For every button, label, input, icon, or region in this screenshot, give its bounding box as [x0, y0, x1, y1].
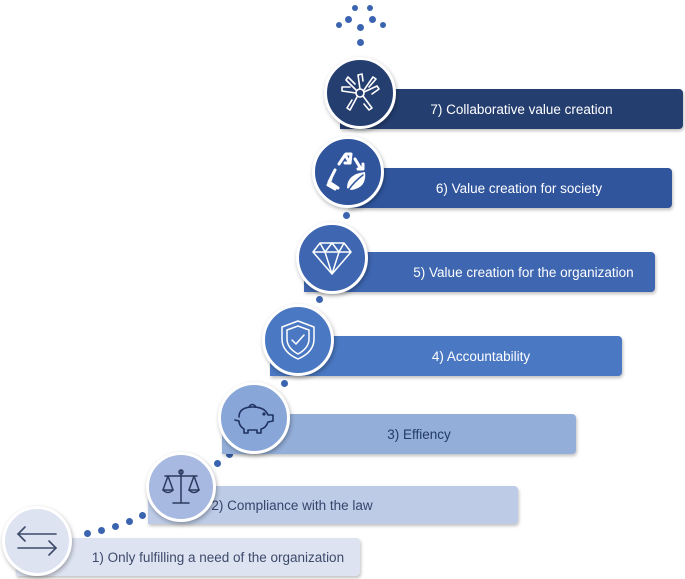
- recycle-leaf-icon: [325, 150, 371, 194]
- step-3-circle: [218, 382, 290, 454]
- path-dot: [316, 296, 323, 303]
- path-dot: [281, 380, 288, 387]
- path-dot: [98, 527, 105, 534]
- step-6-bar: 6) Value creation for society: [348, 168, 672, 208]
- scales-icon: [159, 466, 203, 508]
- path-dot: [336, 22, 342, 28]
- path-dot: [139, 512, 146, 519]
- joined-hands-icon: [336, 69, 384, 117]
- path-dot: [84, 530, 91, 537]
- path-dot: [214, 460, 221, 467]
- step-1-bar: 1) Only fulfilling a need of the organiz…: [16, 538, 360, 576]
- step-7-bar: 7) Collaborative value creation: [340, 89, 683, 129]
- step-5-circle: [296, 222, 368, 294]
- path-dot: [357, 39, 364, 46]
- path-dot: [352, 5, 358, 11]
- step-6-label: 6) Value creation for society: [435, 180, 603, 196]
- step-3-label: 3) Effiency: [387, 426, 451, 442]
- path-dot: [226, 451, 233, 458]
- step-7-circle: [324, 57, 396, 129]
- diamond-icon: [310, 239, 354, 277]
- step-4-label: 4) Accountability: [431, 348, 531, 364]
- step-4-circle: [262, 304, 334, 376]
- step-7-label: 7) Collaborative value creation: [430, 101, 613, 117]
- path-dot: [369, 16, 376, 23]
- piggy-bank-icon: [231, 399, 277, 437]
- path-dot: [380, 22, 386, 28]
- shield-check-icon: [278, 318, 318, 362]
- path-dot: [345, 16, 352, 23]
- step-5-label: 5) Value creation for the organization: [413, 264, 634, 280]
- path-dot: [367, 5, 373, 11]
- path-dot: [112, 523, 119, 530]
- path-dot: [126, 518, 133, 525]
- path-dot: [343, 212, 350, 219]
- arrows-exchange-icon: [14, 524, 60, 558]
- step-2-label: 2) Compliance with the law: [211, 497, 373, 513]
- step-2-circle: [146, 452, 216, 522]
- step-1-circle: [2, 506, 72, 576]
- step-6-circle: [312, 136, 384, 208]
- path-dot: [357, 24, 364, 31]
- step-1-label: 1) Only fulfilling a need of the organiz…: [91, 549, 345, 565]
